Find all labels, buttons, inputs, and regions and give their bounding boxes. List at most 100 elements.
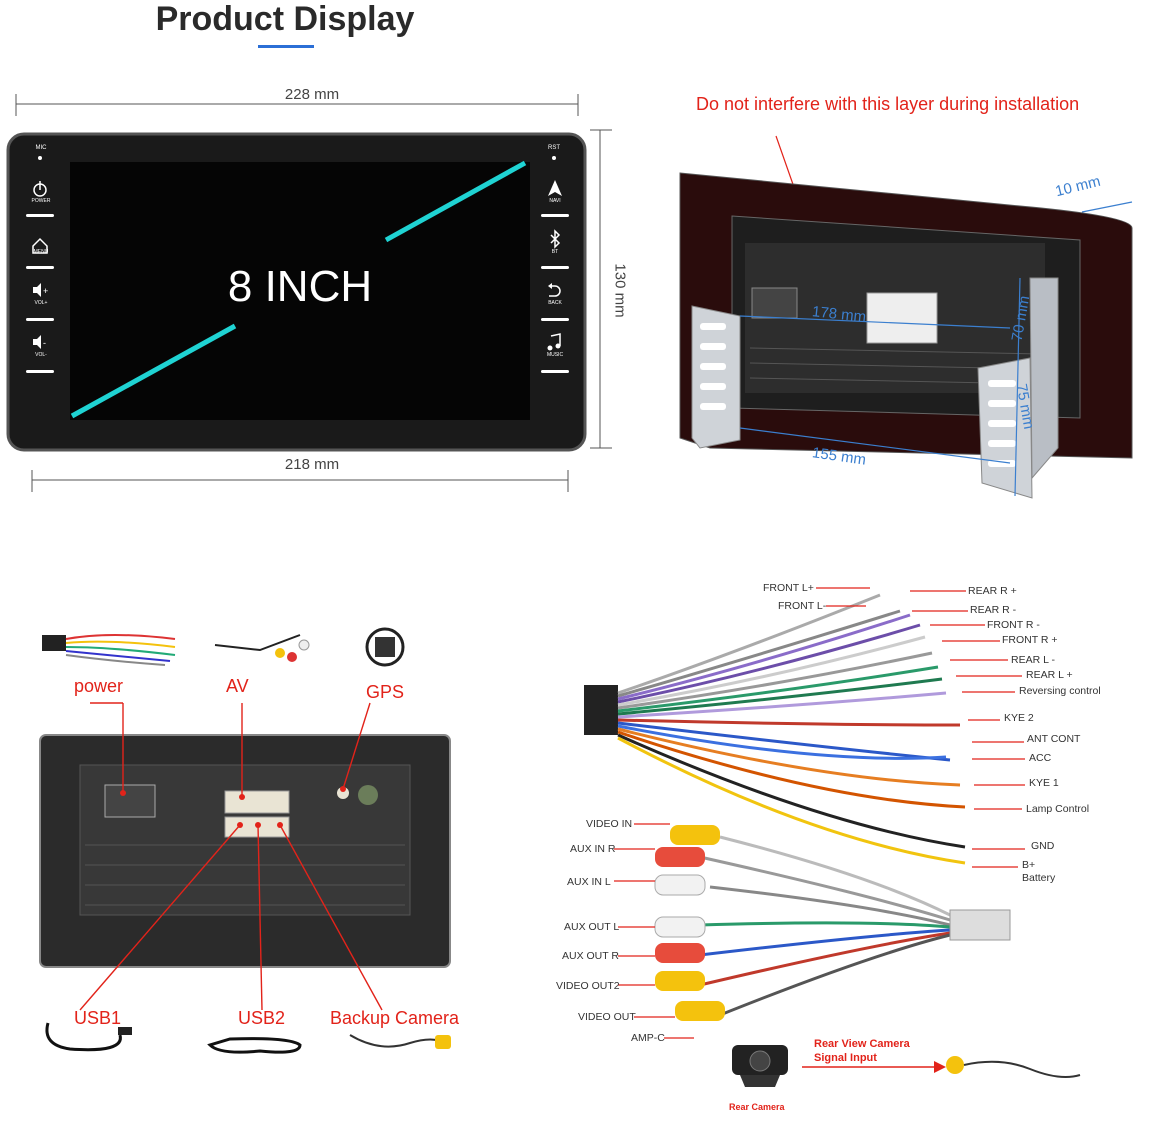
button-divider bbox=[26, 318, 54, 321]
button-divider bbox=[541, 370, 569, 373]
power-label: POWER bbox=[31, 198, 51, 204]
wire-label-rear-l-minus: REAR L - bbox=[1011, 654, 1055, 666]
pin-header bbox=[751, 287, 798, 319]
svg-text:+: + bbox=[43, 286, 48, 296]
right-button-column bbox=[541, 156, 569, 373]
av-port-label: AV bbox=[226, 676, 249, 696]
wire-label-gnd: GND bbox=[1031, 840, 1055, 852]
back-icon bbox=[548, 283, 561, 297]
left-button-column: + - bbox=[26, 156, 54, 373]
button-divider bbox=[26, 370, 54, 373]
button-divider bbox=[26, 214, 54, 217]
width-bottom-label: 218 mm bbox=[284, 456, 340, 473]
av-label-aux-in-r: AUX IN R bbox=[570, 843, 616, 855]
button-divider bbox=[541, 266, 569, 269]
home-icon bbox=[32, 237, 48, 254]
volume-up-icon: + bbox=[33, 283, 48, 297]
vol-up-label: VOL+ bbox=[34, 300, 48, 306]
bracket-slots bbox=[700, 323, 1016, 467]
camera-cable-image bbox=[946, 1056, 1081, 1078]
av-label-aux-out-l: AUX OUT L bbox=[564, 921, 620, 933]
dim-line-height bbox=[1014, 277, 1021, 497]
rear-camera-label: Rear Camera bbox=[729, 1102, 785, 1112]
av-port bbox=[224, 790, 290, 814]
rear-unit-fins bbox=[85, 844, 405, 906]
av-label-aux-out-r: AUX OUT R bbox=[562, 950, 619, 962]
av-label-video-in: VIDEO IN bbox=[586, 818, 633, 830]
rca-plugs bbox=[654, 825, 725, 1021]
backup-camera-label: Backup Camera bbox=[330, 1008, 460, 1028]
main-connector bbox=[866, 292, 938, 344]
left-mounting-bracket bbox=[691, 305, 741, 449]
music-label: MUSIC bbox=[546, 352, 564, 358]
wire-label-rear-r-plus: REAR R + bbox=[968, 585, 1017, 597]
usb2-cable-image bbox=[207, 1037, 302, 1054]
mic-hole bbox=[38, 156, 42, 160]
height-label: 130 mm bbox=[611, 263, 629, 318]
music-icon bbox=[547, 333, 561, 351]
wiring-harness-wires bbox=[617, 593, 966, 865]
radio-port bbox=[358, 785, 378, 805]
port-pointer-dots bbox=[120, 786, 346, 828]
av-harness-wires bbox=[699, 835, 951, 1017]
navi-label: NAVI bbox=[549, 198, 561, 204]
wire-label-kye2: KYE 2 bbox=[1004, 712, 1034, 724]
gps-antenna-image bbox=[365, 627, 405, 667]
dim-line-10 bbox=[1081, 201, 1133, 213]
usb1-cable-image bbox=[45, 1022, 132, 1052]
wiring-harness-connector bbox=[584, 685, 618, 735]
diagonal-line bbox=[384, 160, 527, 243]
rear-camera-image bbox=[732, 1045, 788, 1087]
wire-label-kye1: KYE 1 bbox=[1029, 777, 1059, 789]
av-cable-image bbox=[214, 634, 310, 662]
navigation-icon bbox=[548, 180, 562, 196]
rst-label: RST bbox=[548, 145, 560, 151]
wire-label-front-l-minus: FRONT L- bbox=[778, 600, 827, 612]
volume-down-icon: - bbox=[33, 335, 46, 349]
wire-label-front-r-plus: FRONT R + bbox=[1002, 634, 1058, 646]
signal-label-line1: Rear View Camera bbox=[814, 1038, 910, 1050]
wire-label-b-plus: B+ bbox=[1022, 859, 1036, 871]
usb2-label: USB2 bbox=[238, 1008, 286, 1028]
installation-warning: Do not interfere with this layer during … bbox=[696, 94, 1080, 114]
button-divider bbox=[26, 266, 54, 269]
reset-hole bbox=[552, 156, 556, 160]
power-port bbox=[104, 784, 156, 818]
button-divider bbox=[541, 214, 569, 217]
wire-label-battery: Battery bbox=[1022, 872, 1056, 884]
power-harness-image bbox=[42, 634, 176, 666]
mic-label: MIC bbox=[35, 145, 47, 151]
av-label-aux-in-l: AUX IN L bbox=[567, 876, 611, 888]
width-top-label: 228 mm bbox=[284, 86, 340, 103]
wire-label-reversing-control: Reversing control bbox=[1019, 685, 1101, 697]
backup-camera-cable-image bbox=[349, 1034, 451, 1049]
bluetooth-icon bbox=[550, 229, 561, 249]
wire-label-rear-r-minus: REAR R - bbox=[970, 604, 1017, 616]
wire-label-front-l-plus: FRONT L+ bbox=[763, 582, 814, 594]
gps-port bbox=[337, 787, 349, 799]
menu-label: MENU bbox=[33, 249, 49, 255]
front-left-pointers bbox=[816, 587, 870, 607]
av-label-video-out: VIDEO OUT bbox=[578, 1011, 636, 1023]
button-divider bbox=[541, 318, 569, 321]
wire-label-acc: ACC bbox=[1029, 752, 1052, 764]
ports-diagram bbox=[39, 627, 451, 1054]
bt-label: BT bbox=[551, 249, 559, 255]
dim-line-155 bbox=[739, 427, 1011, 464]
diagonal-line bbox=[70, 323, 237, 419]
dim-line-178 bbox=[739, 315, 1011, 329]
av-label-pointers bbox=[614, 823, 694, 1039]
wire-label-front-r-minus: FRONT R - bbox=[987, 619, 1040, 631]
rear-view-diagram bbox=[679, 135, 1133, 499]
wire-label-ant-cont: ANT CONT bbox=[1027, 733, 1081, 745]
right-bracket-side bbox=[1029, 277, 1059, 480]
title-underline bbox=[258, 45, 314, 48]
wiring-diagram bbox=[584, 587, 1081, 1087]
screen-size-label: 8 INCH bbox=[227, 262, 373, 311]
power-icon bbox=[33, 181, 47, 197]
signal-arrow-head bbox=[934, 1061, 946, 1073]
front-view-diagram: + - bbox=[6, 94, 612, 492]
gps-port-label: GPS bbox=[366, 682, 405, 702]
svg-text:-: - bbox=[43, 338, 46, 348]
back-label: BACK bbox=[548, 300, 562, 306]
